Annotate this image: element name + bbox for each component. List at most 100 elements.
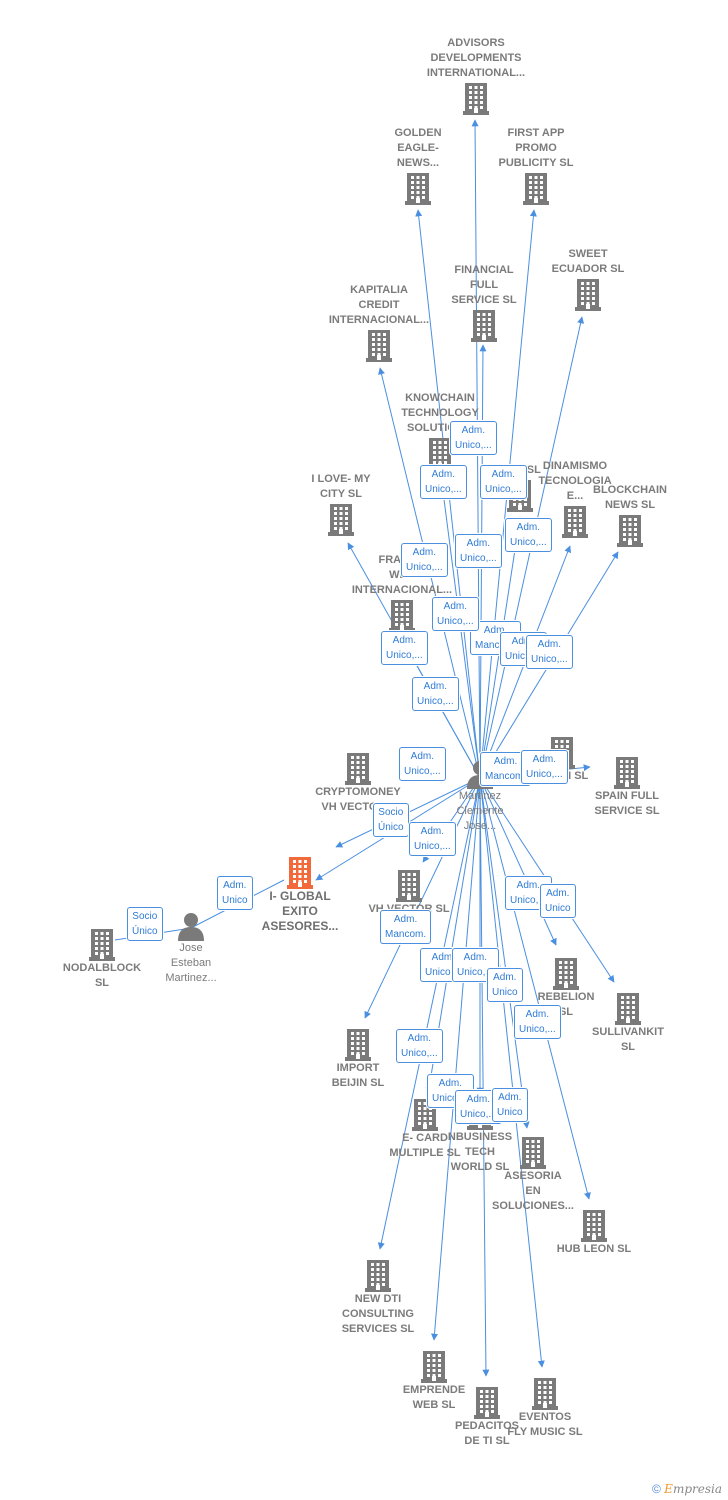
relation-label-martinez-hubleon[interactable]: Adm. Unico,... [514, 1005, 561, 1039]
node-label: REBELION SL [537, 991, 595, 1018]
relation-label-jose-nodalblock[interactable]: Socio Único [127, 907, 163, 941]
company-node-rebelion[interactable]: REBELION SL [501, 956, 631, 1020]
building-icon [389, 600, 415, 632]
node-label: IMPORT BEIJIN SL [331, 1062, 385, 1089]
building-icon [617, 515, 643, 547]
copyright-symbol: © [651, 1482, 661, 1496]
relation-label-martinez-newdti[interactable]: Adm. Unico,... [396, 1029, 443, 1063]
relation-label-martinez-financial[interactable]: Adm. Unico,... [455, 534, 502, 568]
node-label: ADVISORS DEVELOPMENTS INTERNATIONAL... [426, 37, 526, 79]
relation-label-jose-iglobal[interactable]: Adm. Unico [217, 876, 253, 910]
node-label: E- CARD MULTIPLE SL [389, 1132, 461, 1159]
company-node-dinamismo[interactable]: DINAMISMO TECNOLOGIA E... [510, 459, 640, 538]
node-label: DINAMISMO TECNOLOGIA E... [538, 460, 612, 502]
edge-martinez-hubleon [479, 777, 591, 1200]
edge-martinez-emprende [431, 777, 481, 1341]
relation-label-martinez-franco[interactable]: Adm. Unico,... [432, 597, 479, 631]
building-icon [532, 1378, 558, 1410]
edge-martinez-eventos [479, 777, 545, 1368]
relation-label-martinez-blockchain[interactable]: Adm. Unico,... [526, 635, 573, 669]
relation-label-martinez-firstapp[interactable]: Adm. Unico,... [480, 465, 527, 499]
company-node-import[interactable]: IMPORT BEIJIN SL [293, 1027, 423, 1091]
building-icon [471, 310, 497, 342]
building-icon [405, 173, 431, 205]
building-icon [523, 173, 549, 205]
node-label: EVENTOS FLY MUSIC SL [507, 1411, 583, 1438]
building-icon [365, 1260, 391, 1292]
relation-label-martinez-cryptomoney[interactable]: Adm. Unico,... [399, 747, 446, 781]
building-icon [396, 870, 422, 902]
building-icon [328, 504, 354, 536]
company-node-advisors[interactable]: ADVISORS DEVELOPMENTS INTERNATIONAL... [411, 36, 541, 115]
relation-label-martinez-golden[interactable]: Adm. Unico,... [420, 465, 467, 499]
company-node-eventos[interactable]: EVENTOS FLY MUSIC SL [480, 1376, 610, 1440]
building-icon [474, 1387, 500, 1419]
node-label: SPAIN FULL SERVICE SL [594, 790, 660, 817]
node-label: SWEET ECUADOR SL [551, 248, 625, 275]
company-node-newdti[interactable]: NEW DTI CONSULTING SERVICES SL [313, 1258, 443, 1337]
relation-label-martinez-iglobal[interactable]: Socio Único [373, 803, 409, 837]
building-icon [615, 993, 641, 1025]
company-node-blockchain[interactable]: BLOCKCHAIN NEWS SL [565, 483, 695, 547]
company-node-golden[interactable]: GOLDEN EAGLE- NEWS... [353, 126, 483, 205]
node-label: KAPITALIA CREDIT INTERNACIONAL... [328, 284, 430, 326]
company-node-hubleon[interactable]: HUB LEON SL [529, 1208, 659, 1257]
node-label: Jose Esteban Martinez... [165, 942, 217, 984]
node-label: FIRST APP PROMO PUBLICITY SL [498, 127, 574, 169]
node-label: I LOVE- MY CITY SL [311, 473, 371, 500]
building-icon [345, 1029, 371, 1061]
company-node-pedacitos[interactable]: PEDACITOS DE TI SL [422, 1385, 552, 1449]
node-label: GOLDEN EAGLE- NEWS... [394, 127, 442, 169]
node-label: NODALBLOCK SL [62, 962, 142, 989]
edge-martinez-pedacitos [479, 777, 490, 1377]
node-label: EMPRENDE WEB SL [402, 1384, 466, 1411]
relation-label-martinez-kapitalia[interactable]: Adm. Unico,... [381, 631, 428, 665]
building-icon [366, 330, 392, 362]
building-icon [463, 83, 489, 115]
company-node-iglobal[interactable]: I- GLOBAL EXITO ASESORES... [235, 855, 365, 934]
node-label: ASESORIA EN SOLUCIONES... [492, 1170, 574, 1212]
building-icon [562, 506, 588, 538]
node-label: PEDACITOS DE TI SL [455, 1420, 519, 1447]
relation-label-martinez-asesoria[interactable]: Adm. Unico [487, 968, 523, 1002]
building-icon [553, 958, 579, 990]
relation-label-martinez-vhvector[interactable]: Adm. Unico,... [409, 822, 456, 856]
building-icon [421, 1351, 447, 1383]
company-node-spainfull[interactable]: SPAIN FULL SERVICE SL [562, 755, 692, 819]
company-node-kapitalia[interactable]: KAPITALIA CREDIT INTERNACIONAL... [314, 283, 444, 362]
relation-label-martinez-advisors[interactable]: Adm. Unico,... [450, 421, 497, 455]
node-label: NEW DTI CONSULTING SERVICES SL [341, 1293, 415, 1335]
building-icon [520, 1137, 546, 1169]
node-label: FINANCIAL FULL SERVICE SL [451, 264, 517, 306]
company-node-firstapp[interactable]: FIRST APP PROMO PUBLICITY SL [471, 126, 601, 205]
company-node-ilove[interactable]: I LOVE- MY CITY SL [276, 472, 406, 536]
building-icon [287, 857, 313, 889]
building-icon [345, 753, 371, 785]
node-label: SULLIVANKIT SL [592, 1026, 664, 1053]
node-label: BLOCKCHAIN NEWS SL [593, 484, 667, 511]
building-icon [614, 757, 640, 789]
company-node-financial[interactable]: FINANCIAL FULL SERVICE SL [419, 263, 549, 342]
node-label: HUB LEON SL [556, 1243, 632, 1255]
company-node-asesoria[interactable]: ASESORIA EN SOLUCIONES... [468, 1135, 598, 1214]
building-icon [575, 279, 601, 311]
edge-martinez-newdti [377, 777, 481, 1250]
relation-label-martinez-import[interactable]: Adm. Mancom. [380, 910, 432, 944]
edge-martinez-asesoria [479, 777, 530, 1129]
relation-label-martinez-eventos[interactable]: Adm. Unico [492, 1088, 528, 1122]
company-node-vhvector[interactable]: VH VECTOR SL [344, 868, 474, 917]
relation-label-martinez-knowchain[interactable]: Adm. Unico,... [401, 543, 448, 577]
person-icon [178, 913, 204, 941]
company-node-emprende[interactable]: EMPRENDE WEB SL [369, 1349, 499, 1413]
relation-label-martinez-spainfull[interactable]: Adm. Unico,... [521, 750, 568, 784]
company-node-nodalblock[interactable]: NODALBLOCK SL [37, 927, 167, 991]
relation-label-martinez-sullivankit[interactable]: Adm. Unico [540, 884, 576, 918]
company-node-sullivankit[interactable]: SULLIVANKIT SL [563, 991, 693, 1055]
building-icon [89, 929, 115, 961]
relation-label-martinez-ilove[interactable]: Adm. Unico,... [412, 677, 459, 711]
brand-logo: Empresia [664, 1482, 722, 1496]
relation-label-martinez-sweet[interactable]: Adm. Unico,... [505, 518, 552, 552]
company-node-sweet[interactable]: SWEET ECUADOR SL [523, 247, 653, 311]
building-icon [581, 1210, 607, 1242]
person-node-jose[interactable]: Jose Esteban Martinez... [126, 911, 256, 986]
